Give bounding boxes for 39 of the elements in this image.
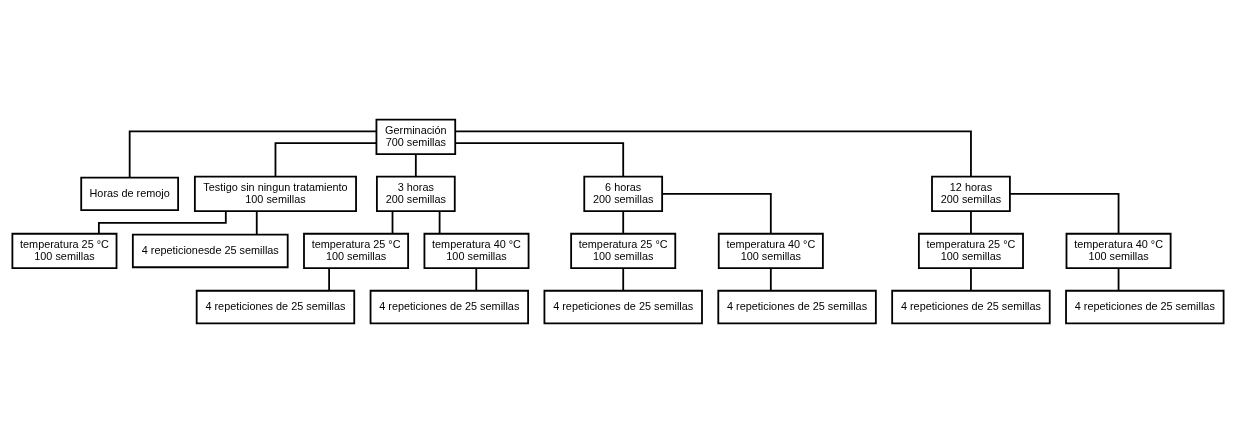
connector [970,267,972,291]
node-box: 4 repeticiones de 25 semillas [1065,289,1225,324]
connector [274,141,378,177]
connector [622,209,625,234]
connector [328,267,331,291]
connector [475,267,478,291]
node-box: Horas de remojo [80,176,179,211]
node-box: 4 repeticiones de 25 semillas [369,289,530,324]
node-box: temperatura 25 °C 100 semillas [917,232,1024,269]
node-box: 4 repeticiones de 25 semillas [195,289,356,324]
node-box: temperatura 40 °C 100 semillas [717,232,824,269]
connector [128,130,378,178]
connector [391,209,394,234]
node-box: 6 horas 200 semillas [583,175,664,212]
node-box: Germinación 700 semillas [375,118,457,155]
node-box: Testigo sin ningun tratamiento 100 semillas [193,175,357,212]
node-box: temperatura 25 °C 100 semillas [11,232,118,269]
node-box: temperatura 25 °C 100 semillas [303,232,410,269]
node-box: 4 repeticiones de 25 semillas [891,289,1051,324]
connector [454,130,972,177]
node-box: temperatura 25 °C 100 semillas [570,232,677,269]
connector [622,267,625,291]
connector [1117,267,1120,291]
connector [255,209,258,235]
node-box: 12 horas 200 semillas [931,175,1011,212]
node-box: 4 repeticionesde 25 semillas [131,233,289,268]
connector [454,141,625,177]
node-box: 4 repeticiones de 25 semillas [543,289,703,324]
connector [769,267,772,291]
node-box: 3 horas 200 semillas [376,175,456,212]
connector [414,152,417,177]
node-box: 4 repeticiones de 25 semillas [717,289,877,324]
node-box: temperatura 40 °C 100 semillas [423,232,530,269]
connector [661,192,772,234]
connector [970,209,972,234]
connector [1009,192,1120,234]
connector [97,210,227,235]
node-box: temperatura 40 °C 100 semillas [1065,232,1172,269]
connector [438,209,441,234]
